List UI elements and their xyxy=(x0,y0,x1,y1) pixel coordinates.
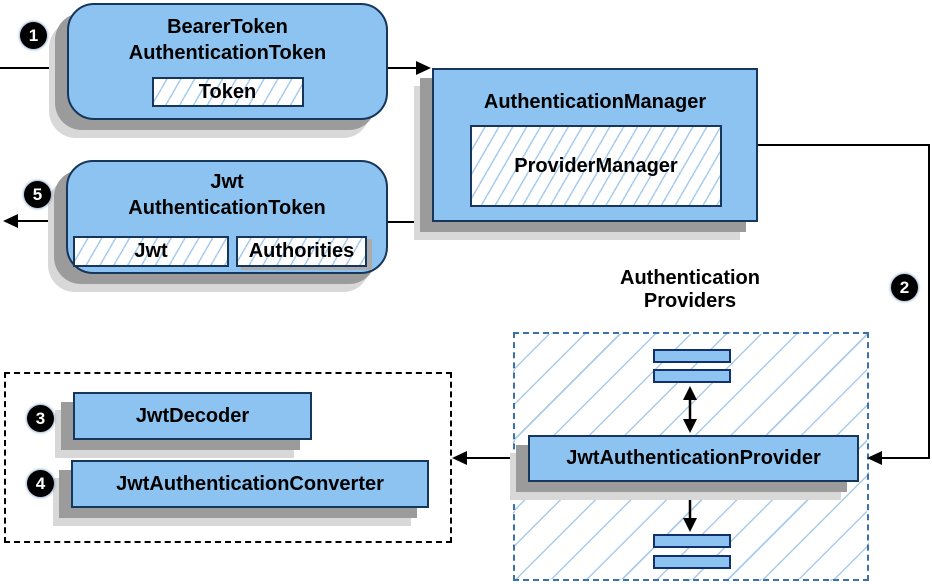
authentication-manager-node: AuthenticationManager ProviderManager xyxy=(432,68,758,222)
jwt-token-title-line2: AuthenticationToken xyxy=(128,197,326,219)
jwt-authentication-provider-node: JwtAuthenticationProvider xyxy=(528,435,859,482)
arrowhead-to-provider xyxy=(867,451,882,465)
jwt-authentication-token-node: Jwt AuthenticationToken Jwt Authorities xyxy=(66,160,388,274)
step-1-badge: 1 xyxy=(20,22,47,49)
arrowhead-to-decoder-group xyxy=(452,451,467,465)
arrowhead-to-manager xyxy=(416,61,431,75)
provider-placeholder-bar-bottom-1 xyxy=(653,534,731,548)
jwt-decoder-node: JwtDecoder xyxy=(73,392,312,440)
provider-manager-field: ProviderManager xyxy=(470,125,722,207)
step-4-badge: 4 xyxy=(27,470,54,497)
jwt-field: Jwt xyxy=(73,236,229,267)
jwt-token-title-line1: Jwt xyxy=(210,171,244,193)
provider-placeholder-bar-top-2 xyxy=(653,369,731,383)
authentication-providers-label-line2: Providers xyxy=(643,290,737,312)
provider-placeholder-bar-bottom-2 xyxy=(653,555,731,569)
bearer-token-title-line2: AuthenticationToken xyxy=(128,42,327,64)
authentication-providers-label: Authentication Providers xyxy=(590,267,790,313)
token-field: Token xyxy=(151,77,304,107)
authentication-providers-label-line1: Authentication xyxy=(620,267,760,289)
arrowhead-exit-left xyxy=(3,214,18,228)
bearer-token-title-line1: BearerToken xyxy=(167,16,288,38)
step-5-badge: 5 xyxy=(24,181,51,208)
bearer-token-authentication-token-node: BearerToken AuthenticationToken Token xyxy=(67,3,388,120)
authorities-field: Authorities xyxy=(236,236,367,267)
step-3-badge: 3 xyxy=(27,405,54,432)
step-2-badge: 2 xyxy=(891,274,918,301)
jwt-authentication-converter-node: JwtAuthenticationConverter xyxy=(71,460,429,508)
provider-placeholder-bar-top-1 xyxy=(653,349,731,363)
authentication-manager-title: AuthenticationManager xyxy=(483,91,707,113)
